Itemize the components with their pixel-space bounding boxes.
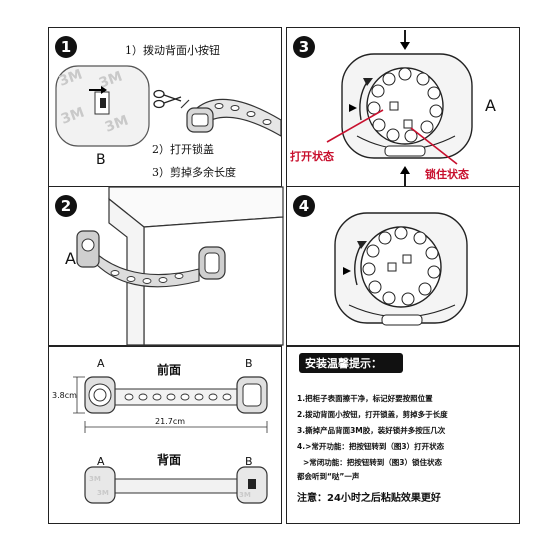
- pad-3m-mark: 3M: [57, 67, 85, 90]
- pad-3m-mark: 3M: [239, 491, 251, 499]
- tips-title-banner: [299, 353, 403, 373]
- dimensions-illustration: 3M 3M 3M: [73, 376, 268, 504]
- pad-3m-mark: 3M: [97, 69, 125, 92]
- label-a: A: [485, 96, 496, 115]
- panel-step-4: 4: [286, 186, 520, 346]
- step-number-3: 3: [293, 36, 315, 58]
- step-3-illustration: [326, 30, 473, 186]
- panel-step-3: 3 A 打开状态 锁住状态: [286, 27, 520, 187]
- step-1-text-1: 1）拨动背面小按钮: [125, 44, 220, 57]
- open-state-label: 打开状态: [290, 150, 334, 163]
- pad-3m-mark: 3M: [97, 489, 109, 497]
- tips-line-6: 都会听到“哒”一声: [297, 472, 360, 481]
- panel-install-tips: 安装温馨提示： 1.把柜子表面擦干净，标记好要按照位置 2.拨动背面小按钮，打开…: [286, 346, 520, 524]
- tips-line-1: 1.把柜子表面擦干净，标记好要按照位置: [297, 394, 433, 403]
- step-number-1: 1: [55, 36, 77, 58]
- step-1-text-3: 3）剪掉多余长度: [152, 166, 236, 179]
- tips-line-5: >常闭功能：把按钮转到（图3）锁住状态: [303, 458, 443, 467]
- tips-line-2: 2.拨动背面小按钮，打开锁盖，剪掉多于长度: [297, 410, 448, 419]
- tips-line-4: 4.>常开功能：把按钮转到（图3）打开状态: [297, 442, 445, 451]
- step-2-illustration: [76, 186, 284, 346]
- step-number-4: 4: [293, 195, 315, 217]
- pad-3m-mark: 3M: [89, 475, 101, 483]
- tips-note: 注意：24小时之后粘贴效果更好: [297, 493, 441, 504]
- tips-title: 安装温馨提示：: [305, 357, 382, 370]
- panel-step-2: 2 A B: [48, 186, 284, 346]
- label-b-front: B: [245, 357, 253, 370]
- front-title: 前面: [157, 363, 182, 377]
- label-a-front: A: [97, 357, 105, 370]
- tips-line-3: 3.撕掉产品背面3M胶，装好锁并多按压几次: [297, 426, 446, 435]
- back-title: 背面: [157, 453, 182, 467]
- panel-step-1: 1 1）拨动背面小按钮 2）打开锁盖 3）剪掉多余长度 B 3M 3M 3M 3…: [48, 27, 282, 187]
- step-number-2: 2: [55, 195, 77, 217]
- label-b: B: [96, 152, 106, 168]
- step-1-illustration: 3M 3M 3M 3M: [55, 65, 282, 147]
- step-4-illustration: [334, 212, 468, 326]
- panel-dimensions: 前面 A B 3.8cm 21.7cm 背面 A B 3M 3M: [48, 346, 282, 524]
- pad-3m-mark: 3M: [103, 113, 131, 136]
- label-b-back: B: [245, 455, 253, 468]
- lock-state-label: 锁住状态: [425, 168, 469, 181]
- scissors-icon: [153, 89, 182, 109]
- pad-3m-mark: 3M: [59, 105, 87, 128]
- width-dimension: 21.7cm: [155, 417, 186, 426]
- step-1-text-2: 2）打开锁盖: [152, 143, 214, 156]
- label-a: A: [65, 249, 76, 268]
- label-a-back: A: [97, 455, 105, 468]
- height-dimension: 3.8cm: [52, 391, 77, 400]
